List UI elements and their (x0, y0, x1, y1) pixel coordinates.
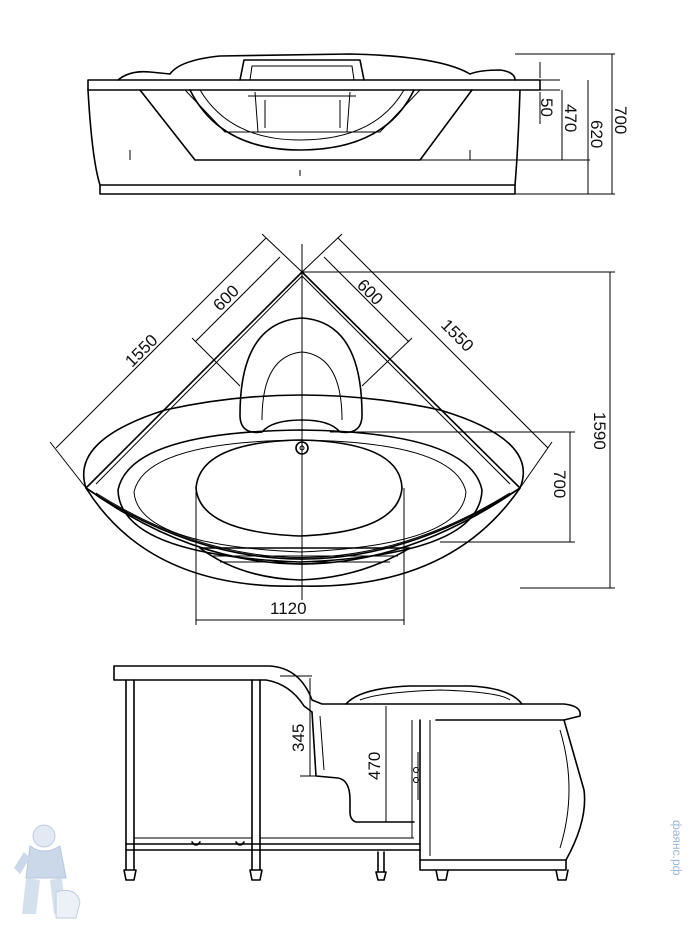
top-dim-side-left: 1550 (121, 331, 161, 371)
watermark: фаянс.рф (670, 820, 686, 930)
top-dim-seat-right: 600 (353, 275, 386, 308)
front-dim-total-height: 700 (611, 106, 630, 134)
front-dim-rim: 50 (537, 98, 556, 117)
front-view: 50 470 620 700 (87, 53, 630, 195)
top-dim-depth: 1590 (590, 412, 609, 450)
front-dim-basin-depth: 470 (561, 104, 580, 132)
side-dim-inner-depth: 470 (365, 752, 384, 780)
top-view: 1550 600 600 1550 1590 700 1120 (49, 233, 615, 625)
top-dim-seat-left: 600 (209, 281, 242, 314)
top-dim-side-right: 1550 (437, 315, 477, 355)
front-dim-body-height: 620 (587, 120, 606, 148)
plumber-mascot-icon (14, 824, 81, 919)
side-dim-seat-height: 345 (289, 724, 308, 752)
side-view: 345 470 (113, 665, 586, 881)
watermark-text: фаянс.рф (670, 820, 684, 876)
top-dim-basin-depth: 700 (550, 470, 569, 498)
top-dim-width: 1120 (270, 599, 307, 618)
